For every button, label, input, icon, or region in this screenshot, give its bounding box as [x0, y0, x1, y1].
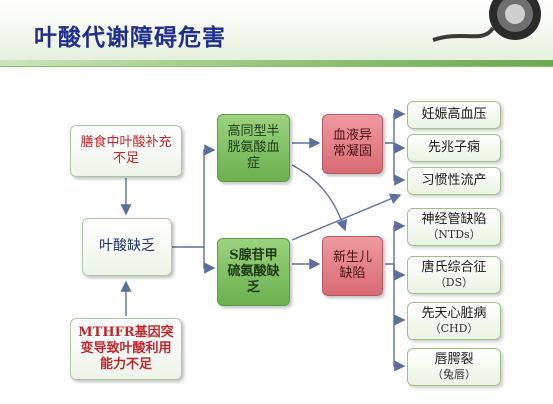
outcome-ds-label: 唐氏综合征 — [421, 260, 487, 275]
outcome-ds-abbr: （DS） — [434, 276, 474, 290]
outcome-ntd-label: 神经管缺陷 — [421, 212, 487, 227]
node-diet-label: 膳食中叶酸补充不足 — [80, 134, 172, 166]
node-hcy-label: 高同型半胱氨酸血症 — [227, 123, 280, 172]
outcome-eclampsia-label: 先兆子痫 — [427, 139, 480, 155]
arrow-coag-to-preeclampsia — [385, 108, 406, 144]
arrow-deficiency-to-sam — [203, 247, 216, 274]
outcome-miscarriage: 习惯性流产 — [407, 167, 501, 195]
node-mthfr: MTHFR基因突变导致叶酸利用能力不足 — [70, 318, 182, 380]
node-sam-label: S腺苷甲硫氨酸缺乏 — [227, 247, 280, 296]
node-mthfr-label: MTHFR基因突变导致叶酸利用能力不足 — [78, 324, 174, 373]
outcome-cleft-label: 唇腭裂 — [434, 352, 474, 367]
outcome-ntd: 神经管缺陷 （NTDs） — [407, 208, 501, 246]
header-rule-line — [0, 66, 553, 67]
outcome-chd: 先天心脏病 （CHD） — [407, 302, 501, 340]
node-coag: 血液异常凝固 — [322, 114, 383, 174]
slide-header — [0, 0, 553, 62]
node-sam: S腺苷甲硫氨酸缺乏 — [217, 238, 290, 306]
arrow-coag-to-eclampsia — [393, 142, 406, 154]
arrow-newborn-to-cleft — [393, 320, 406, 372]
outcome-preeclampsia: 妊娠高血压 — [407, 101, 501, 129]
arrow-newborn-to-ds — [393, 264, 406, 281]
arrow-sam-to-miscarriage — [291, 193, 402, 241]
arrow-hcy-to-newborn — [291, 164, 348, 232]
node-deficiency-label: 叶酸缺乏 — [99, 238, 155, 255]
node-newborn-label: 新生儿缺陷 — [332, 249, 372, 281]
outcome-cleft: 唇腭裂 （兔唇） — [407, 348, 501, 386]
arrow-newborn-to-chd — [393, 264, 406, 326]
arrow-coag-to-miscarriage — [393, 143, 406, 186]
outcome-cleft-abbr: （兔唇） — [432, 368, 476, 382]
node-deficiency: 叶酸缺乏 — [82, 218, 172, 276]
node-newborn: 新生儿缺陷 — [322, 236, 383, 296]
outcome-ds: 唐氏综合征 （DS） — [407, 256, 501, 294]
outcome-preeclampsia-label: 妊娠高血压 — [421, 106, 487, 122]
outcome-chd-label: 先天心脏病 — [421, 306, 487, 321]
outcome-chd-abbr: （CHD） — [429, 322, 479, 336]
node-hcy: 高同型半胱氨酸血症 — [217, 114, 290, 182]
arrow-deficiency-to-hcy — [172, 144, 216, 248]
arrow-newborn-to-ntd — [385, 220, 406, 265]
node-coag-label: 血液异常凝固 — [332, 127, 372, 159]
header-rule — [0, 60, 553, 66]
node-diet: 膳食中叶酸补充不足 — [70, 125, 182, 177]
stethoscope-icon — [432, 0, 541, 42]
outcome-eclampsia: 先兆子痫 — [407, 134, 501, 162]
outcome-miscarriage-label: 习惯性流产 — [421, 172, 487, 188]
outcome-ntd-abbr: （NTDs） — [427, 228, 481, 242]
page-title: 叶酸代谢障碍危害 — [34, 25, 226, 51]
